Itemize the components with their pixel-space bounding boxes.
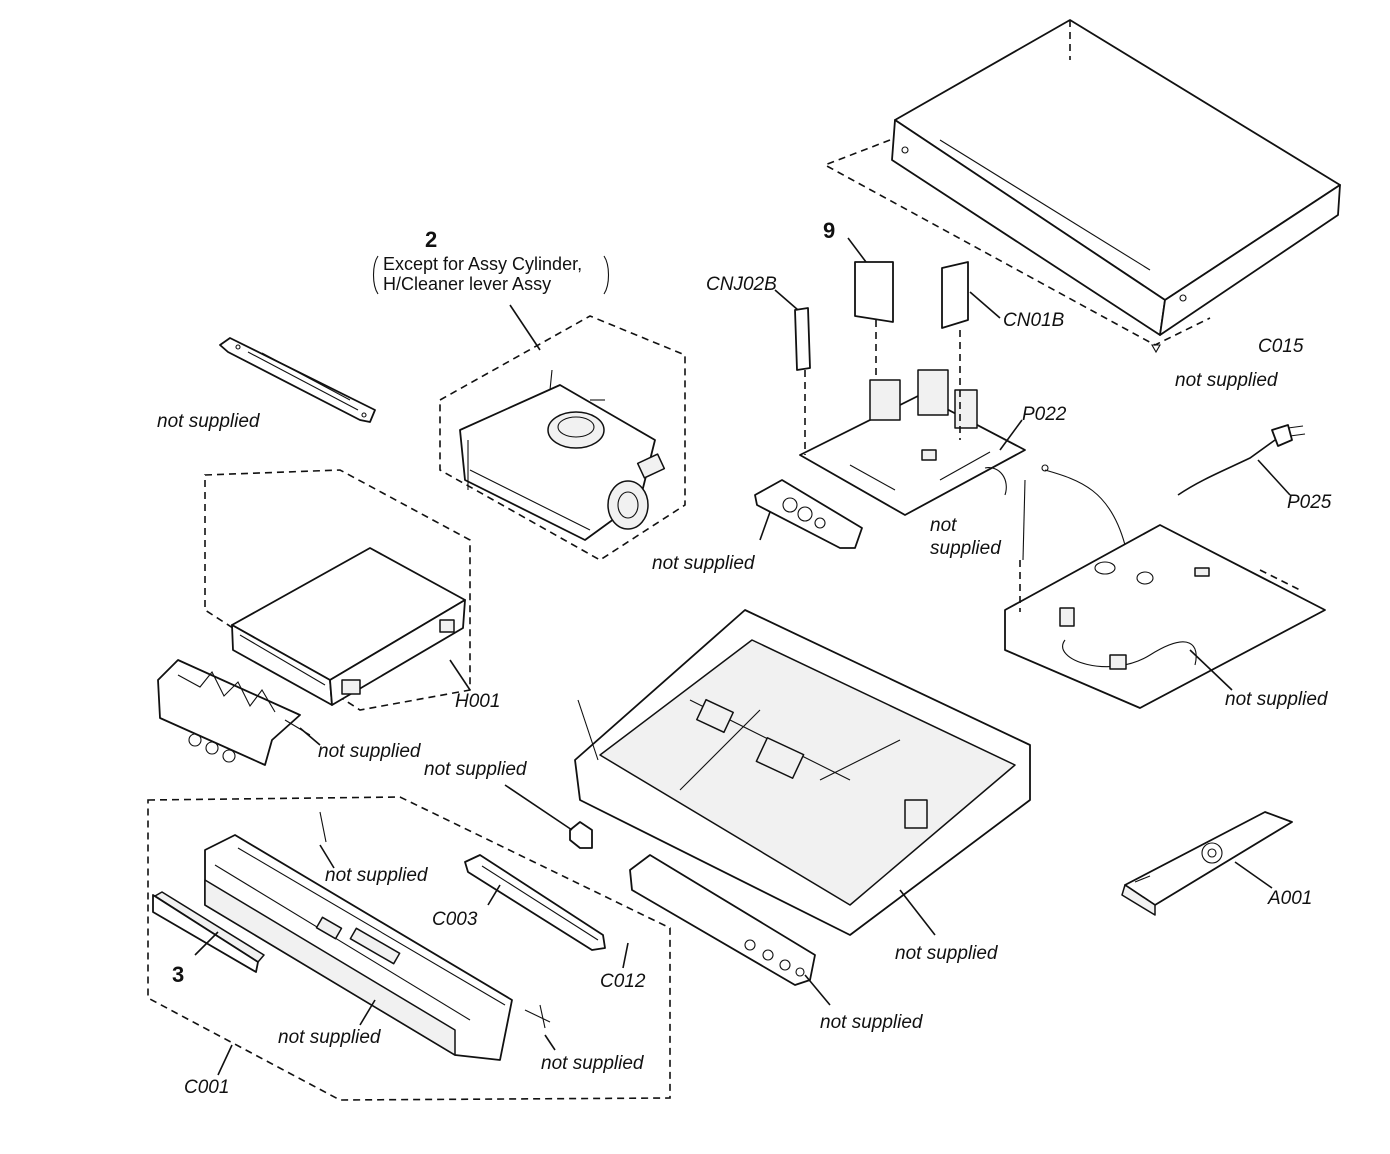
remote-control bbox=[1121, 811, 1293, 916]
chassis bbox=[574, 609, 1031, 936]
label-c015: C015 bbox=[1258, 336, 1304, 357]
label-not-supplied: not supplied bbox=[1225, 689, 1329, 710]
power-cord bbox=[1177, 424, 1306, 496]
label-c003: C003 bbox=[432, 909, 478, 930]
front-panel bbox=[147, 796, 671, 1101]
label-not-supplied: not supplied bbox=[820, 1012, 924, 1033]
label-item-9: 9 bbox=[823, 218, 835, 243]
main-pcb bbox=[799, 320, 1026, 516]
label-p022: P022 bbox=[1022, 404, 1067, 425]
label-a001: A001 bbox=[1267, 888, 1312, 909]
label-cnj02b: CNJ02B bbox=[706, 274, 777, 295]
label-item-2-note-2: H/Cleaner lever Assy bbox=[383, 274, 551, 294]
label-c012: C012 bbox=[600, 971, 646, 992]
label-not-supplied: not supplied bbox=[318, 741, 422, 762]
label-not-supplied: not supplied bbox=[157, 411, 261, 432]
deck-mechanism bbox=[439, 315, 686, 561]
flex-cables bbox=[794, 261, 969, 371]
label-not-supplied: not supplied bbox=[325, 865, 429, 886]
bracket-part bbox=[219, 337, 376, 423]
label-p025: P025 bbox=[1287, 492, 1332, 513]
label-not-supplied: not supplied bbox=[541, 1053, 645, 1074]
jack-board bbox=[754, 479, 863, 549]
label-not-supplied: not supplied bbox=[895, 943, 999, 964]
side-bar-c003 bbox=[464, 854, 606, 951]
top-cover bbox=[823, 19, 1341, 354]
power-board bbox=[1004, 464, 1326, 709]
label-item-3: 3 bbox=[172, 962, 184, 987]
label-c001: C001 bbox=[184, 1077, 229, 1098]
labels: 2 Except for Assy Cylinder, H/Cleaner le… bbox=[157, 218, 1332, 1098]
label-not-supplied-line1: not bbox=[930, 515, 957, 536]
label-not-supplied: not supplied bbox=[1175, 370, 1279, 391]
label-cn01b: CN01B bbox=[1003, 310, 1065, 331]
front-bracket bbox=[157, 659, 311, 766]
label-not-supplied: not supplied bbox=[652, 553, 756, 574]
label-not-supplied-line2: supplied bbox=[930, 538, 1002, 559]
label-item-2-note-1: Except for Assy Cylinder, bbox=[383, 254, 582, 274]
label-not-supplied: not supplied bbox=[278, 1027, 382, 1048]
label-item-2: 2 bbox=[425, 227, 437, 252]
small-clip bbox=[569, 821, 593, 849]
dvd-drive bbox=[204, 469, 471, 711]
label-h001: H001 bbox=[455, 691, 500, 712]
label-not-supplied: not supplied bbox=[424, 759, 528, 780]
